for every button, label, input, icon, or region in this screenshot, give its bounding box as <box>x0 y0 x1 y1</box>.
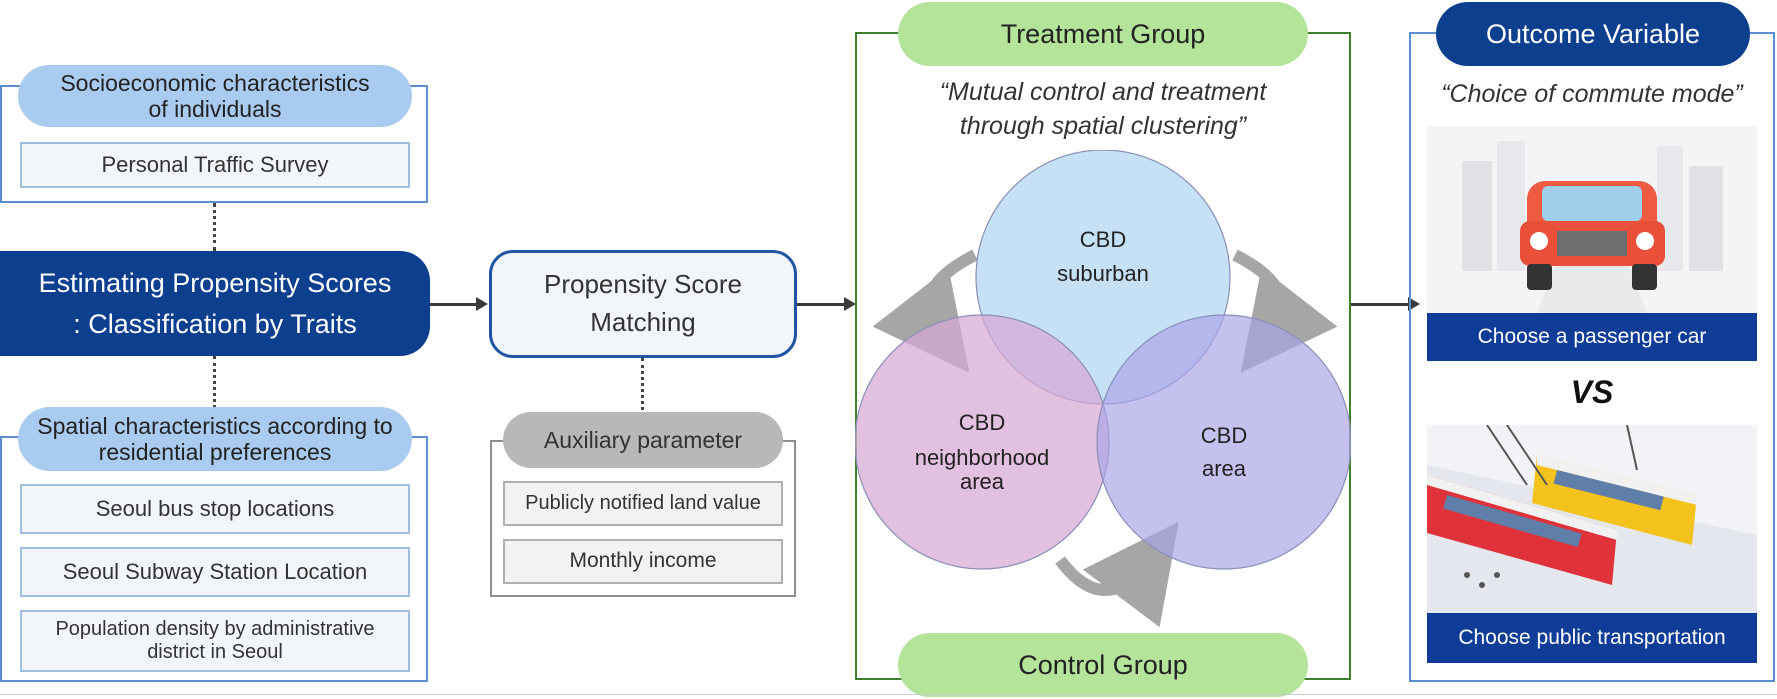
spatial-clustering-quote: “Mutual control and treatment through sp… <box>939 78 1267 140</box>
red-trolleybus <box>1427 475 1617 585</box>
estimating-subtitle: : Classification by Traits <box>73 308 357 339</box>
transit-illustration-panel <box>1427 425 1757 613</box>
label-area-line2: area <box>1202 456 1247 481</box>
circle-cbd-neighborhood <box>855 314 1110 570</box>
outcome-variable-label: Outcome Variable <box>1485 18 1701 49</box>
spatial-header: Spatial characteristics according to res… <box>18 407 412 471</box>
psm-title-line1: Propensity Score <box>544 269 742 300</box>
spatial-item-subway-stations: Seoul Subway Station Location <box>20 547 410 597</box>
psm-box: Propensity Score Matching <box>489 250 797 358</box>
commute-mode-quote: “Choice of commute mode” <box>1441 80 1743 108</box>
arrowhead-psm-to-groups <box>844 297 856 311</box>
aux-item-land-value: Publicly notified land value <box>503 481 783 526</box>
socio-header: Socioeconomic characteristics of individ… <box>18 65 412 127</box>
label-neighborhood-line3: area <box>960 469 1005 494</box>
transit-caption: Choose public transportation <box>1427 613 1757 663</box>
aux-header: Auxiliary parameter <box>503 412 783 468</box>
arrowhead-groups-to-outcome <box>1408 297 1420 311</box>
cycle-arrow-bottom <box>1055 521 1179 628</box>
arrow-estimating-to-psm <box>430 303 477 306</box>
socio-item-personal-traffic-survey: Personal Traffic Survey <box>20 142 410 188</box>
arrowhead-estimating-to-psm <box>476 297 488 311</box>
label-suburban-line1: CBD <box>1080 227 1126 252</box>
spatial-item-bus-stops: Seoul bus stop locations <box>20 484 410 534</box>
arrow-groups-to-outcome <box>1351 303 1409 306</box>
control-group-pill: Control Group <box>898 633 1308 697</box>
label-area-line1: CBD <box>1201 423 1247 448</box>
car-illustration <box>1462 141 1723 313</box>
circle-cbd-area <box>1096 314 1351 570</box>
estimating-propensity-box: Estimating Propensity Scores : Classific… <box>0 251 430 356</box>
psm-title-line2: Matching <box>590 307 696 337</box>
aux-header-text: Auxiliary parameter <box>543 426 743 453</box>
vs-label: VS <box>1570 374 1614 410</box>
treatment-group-label: Treatment Group <box>1000 18 1206 49</box>
car-caption: Choose a passenger car <box>1427 313 1757 361</box>
label-neighborhood-line1: CBD <box>959 410 1005 435</box>
arrow-psm-to-groups <box>797 303 845 306</box>
yellow-trolleybus <box>1532 455 1697 545</box>
connector-dots-aux <box>641 358 644 410</box>
spatial-item-population-density: Population density by administrative dis… <box>20 610 410 672</box>
estimating-title: Estimating Propensity Scores <box>38 268 392 298</box>
control-group-label: Control Group <box>1018 649 1188 680</box>
aux-item-monthly-income: Monthly income <box>503 539 783 584</box>
car-illustration-panel <box>1427 126 1757 313</box>
label-suburban-line2: suburban <box>1057 261 1149 286</box>
spatial-header-text: Spatial characteristics according to res… <box>37 412 393 465</box>
bottom-rule <box>0 694 1777 695</box>
bus-illustration <box>1427 425 1757 613</box>
label-neighborhood-line2: neighborhood <box>915 445 1050 470</box>
outcome-variable-pill: Outcome Variable <box>1436 2 1750 66</box>
connector-dots-socio <box>213 203 216 251</box>
treatment-group-pill: Treatment Group <box>898 2 1308 66</box>
venn-diagram: CBD suburban CBD neighborhood area CBD a… <box>855 150 1351 628</box>
connector-dots-spatial <box>213 356 216 408</box>
socio-header-text: Socioeconomic characteristics of individ… <box>60 69 370 122</box>
